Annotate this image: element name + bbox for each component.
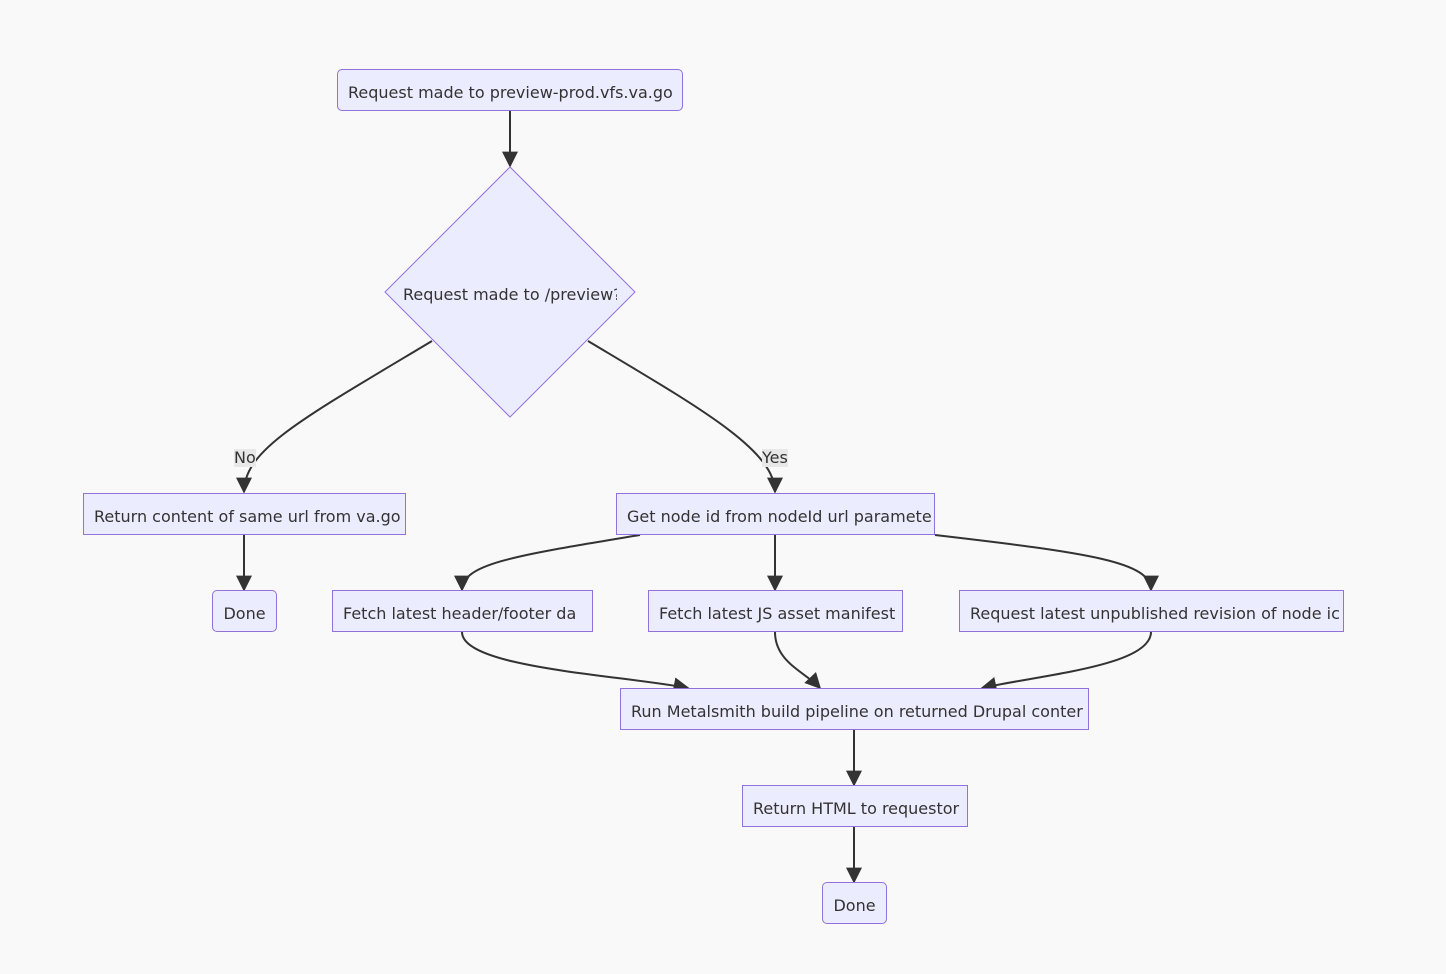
edge-label-no: No xyxy=(234,448,256,467)
fetch-header-label: Fetch latest header/footer da xyxy=(343,604,577,623)
edge-decision-yes xyxy=(587,340,783,494)
edge-node-to-header xyxy=(454,534,641,592)
return-va-label: Return content of same url from va.go xyxy=(94,507,401,526)
request-revision-node[interactable]: Request latest unpublished revision of n… xyxy=(959,590,1344,632)
start-node-label: Request made to preview-prod.vfs.va.go xyxy=(348,83,673,102)
edge-header-to-run xyxy=(461,631,690,694)
fetch-js-node[interactable]: Fetch latest JS asset manifest xyxy=(648,590,903,632)
return-html-label: Return HTML to requestor xyxy=(753,799,960,818)
start-node[interactable]: Request made to preview-prod.vfs.va.go xyxy=(337,69,683,111)
decision-label: Request made to /preview? xyxy=(403,286,617,304)
edge-decision-no xyxy=(236,340,433,494)
fetch-header-node[interactable]: Fetch latest header/footer da xyxy=(332,590,593,632)
edge-js-to-run xyxy=(774,631,822,690)
get-node-id-label: Get node id from nodeId url paramete xyxy=(627,507,932,526)
return-html-node[interactable]: Return HTML to requestor xyxy=(742,785,968,827)
done-left-node[interactable]: Done xyxy=(212,590,277,632)
edge-label-yes: Yes xyxy=(762,448,788,467)
return-va-node[interactable]: Return content of same url from va.go xyxy=(83,493,406,535)
run-metalsmith-node[interactable]: Run Metalsmith build pipeline on returne… xyxy=(620,688,1089,730)
get-node-id-node[interactable]: Get node id from nodeId url paramete xyxy=(616,493,935,535)
decision-diamond[interactable] xyxy=(384,166,636,418)
edge-node-to-revision xyxy=(934,534,1159,592)
done-right-label: Done xyxy=(833,896,876,915)
run-metalsmith-label: Run Metalsmith build pipeline on returne… xyxy=(631,702,1083,721)
fetch-js-label: Fetch latest JS asset manifest xyxy=(659,604,896,623)
request-revision-label: Request latest unpublished revision of n… xyxy=(970,604,1340,623)
edge-revision-to-run xyxy=(980,631,1152,693)
done-left-label: Done xyxy=(223,604,266,623)
done-right-node[interactable]: Done xyxy=(822,882,887,924)
